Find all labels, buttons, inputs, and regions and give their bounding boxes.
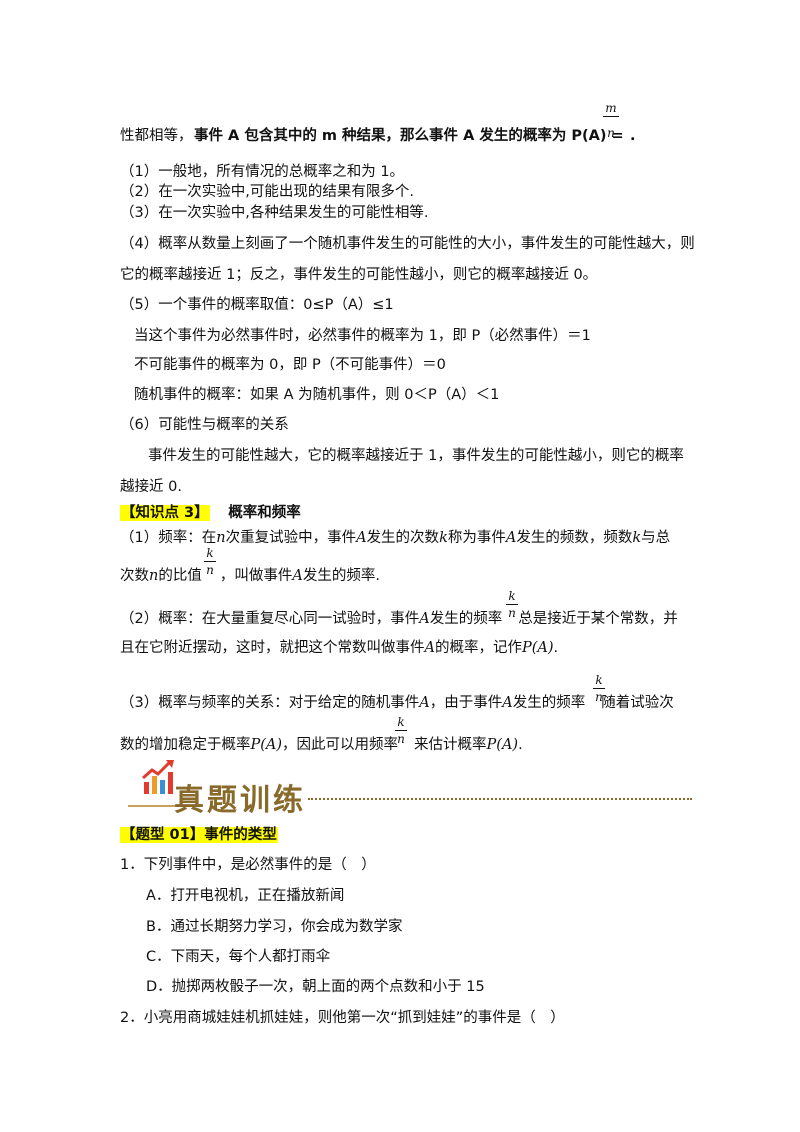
freq-text: （1）频率：在 bbox=[120, 530, 217, 546]
freq-line2: 次数n的比值 ，叫做事件A发生的频率. bbox=[120, 569, 380, 584]
q1-stem: 1．下列事件中，是必然事件的是（ ） bbox=[120, 857, 376, 873]
p4-line2: 它的概率越接近 1；反之，事件发生的可能性越小，则它的概率越接近 0。 bbox=[120, 267, 598, 283]
rel-text: ，由于事件 bbox=[429, 695, 503, 711]
bar-chart-growth-icon bbox=[142, 760, 174, 794]
fraction-k-over-n: k n bbox=[395, 715, 407, 747]
freq-text: 发生的频率. bbox=[302, 568, 380, 584]
fraction-numerator: k bbox=[593, 673, 605, 690]
var-A: A bbox=[419, 695, 430, 711]
freq-text: ，叫做事件 bbox=[219, 568, 293, 584]
freq-text: 与总 bbox=[641, 530, 671, 546]
prob-text: 的概率，记作 bbox=[434, 640, 522, 656]
q1-option-d[interactable]: D．抛掷两枚骰子一次，朝上面的两个点数和小于 15 bbox=[146, 979, 485, 995]
rel-text: （3）概率与频率的关系：对于给定的随机事件 bbox=[120, 695, 420, 711]
fraction-numerator: k bbox=[506, 589, 518, 606]
freq-text: 次数 bbox=[120, 568, 149, 584]
rel-line2: 数的增加稳定于概率P(A)，因此可以用频率来估计概率P(A). bbox=[120, 738, 523, 753]
p4-line1: （4）概率从数量上刻画了一个随机事件发生的可能性的大小，事件发生的可能性越大，则 bbox=[120, 236, 695, 252]
type01-tag: 【题型 01】事件的类型 bbox=[120, 827, 278, 843]
fraction-denominator: n bbox=[206, 563, 214, 578]
var-n: n bbox=[216, 530, 226, 546]
p5-line2: 当这个事件为必然事件时，必然事件的概率为 1，即 P（必然事件）＝1 bbox=[134, 328, 591, 344]
freq-text: 的比值 bbox=[158, 568, 202, 584]
freq-line1: （1）频率：在n次重复试验中，事件A发生的次数k称为事件A发生的频数，频数k与总 bbox=[120, 531, 670, 546]
var-A: A bbox=[424, 640, 435, 656]
fraction-denominator: n bbox=[397, 732, 405, 747]
p5-line1: （5）一个事件的概率取值：0≤P（A）≤1 bbox=[120, 297, 394, 313]
prop-2: （2）在一次实验中,可能出现的结果有限多个. bbox=[120, 184, 414, 200]
intro-end: . bbox=[630, 128, 636, 144]
fraction-k-over-n: k n bbox=[204, 546, 216, 578]
fraction-numerator: m bbox=[603, 101, 619, 118]
kp3-heading: 【知识点 3】 概率和频率 bbox=[120, 505, 301, 521]
intro-bold: 事件 A 包含其中的 m 种结果，那么事件 A 发生的概率为 P(A) = bbox=[194, 128, 624, 144]
math-PA: P(A) bbox=[521, 640, 554, 656]
math-PA: P(A) bbox=[250, 737, 283, 753]
prop-1: （1）一般地，所有情况的总概率之和为 1。 bbox=[120, 164, 405, 180]
math-PA: P(A) bbox=[486, 737, 519, 753]
fraction-numerator: k bbox=[204, 546, 216, 563]
rel-text: 发生的频率 bbox=[512, 695, 586, 711]
kp3-title: 概率和频率 bbox=[228, 505, 301, 521]
p6-line1: 事件发生的可能性越大，它的概率越接近于 1，事件发生的可能性越小，则它的概率 bbox=[148, 448, 684, 464]
fraction-k-over-n: k n bbox=[506, 589, 518, 621]
prob-line2: 且在它附近摆动，这时，就把这个常数叫做事件A的概率，记作P(A). bbox=[120, 641, 558, 656]
banner-title: 真题训练 bbox=[174, 783, 306, 818]
var-A: A bbox=[356, 530, 367, 546]
prob-text: . bbox=[553, 640, 559, 656]
prob-text: 总是接近于某个常数，并 bbox=[518, 611, 678, 627]
p6-title: （6）可能性与概率的关系 bbox=[120, 417, 289, 433]
var-k: k bbox=[439, 530, 448, 546]
var-A: A bbox=[419, 611, 430, 627]
freq-text: 称为事件 bbox=[447, 530, 506, 546]
banner-underline bbox=[128, 805, 176, 807]
var-k: k bbox=[632, 530, 642, 546]
q1-option-c[interactable]: C．下雨天，每个人都打雨伞 bbox=[146, 949, 331, 965]
var-A: A bbox=[502, 695, 513, 711]
rel-text: 随着试验次 bbox=[601, 695, 674, 711]
fraction-numerator: k bbox=[395, 715, 407, 732]
fraction-denominator: n bbox=[508, 606, 516, 621]
var-A: A bbox=[292, 568, 303, 584]
p5-line4: 随机事件的概率：如果 A 为随机事件，则 0＜P（A）＜1 bbox=[134, 387, 500, 403]
rel-text: 来估计概率 bbox=[414, 737, 487, 753]
freq-text: 发生的次数 bbox=[366, 530, 440, 546]
kp3-tag: 【知识点 3】 bbox=[120, 505, 210, 521]
intro-pre: 性都相等， bbox=[120, 128, 193, 144]
rel-line1: （3）概率与频率的关系：对于给定的随机事件A，由于事件A发生的频率随着试验次 bbox=[120, 696, 674, 711]
rel-text: 数的增加稳定于概率 bbox=[120, 737, 251, 753]
prob-text: 发生的频率 bbox=[429, 611, 503, 627]
prob-text: （2）概率：在大量重复尽心同一试验时，事件 bbox=[120, 611, 420, 627]
fraction-m-over-n: m n bbox=[603, 101, 619, 141]
banner-dotted-rule bbox=[308, 798, 692, 800]
rel-text: ，因此可以用频率 bbox=[282, 737, 399, 753]
var-A: A bbox=[505, 530, 517, 546]
fraction-denominator: n bbox=[595, 690, 603, 705]
var-n: n bbox=[149, 568, 159, 584]
prop-3: （3）在一次实验中,各种结果发生的可能性相等. bbox=[120, 205, 429, 221]
fraction-k-over-n: k n bbox=[593, 673, 605, 705]
freq-text: 次重复试验中，事件 bbox=[225, 530, 357, 546]
q1-option-a[interactable]: A．打开电视机，正在播放新闻 bbox=[146, 888, 345, 904]
freq-text: 发生的频数，频数 bbox=[516, 530, 633, 546]
rel-text: . bbox=[518, 737, 523, 753]
prob-line1: （2）概率：在大量重复尽心同一试验时，事件A发生的频率总是接近于某个常数，并 bbox=[120, 612, 678, 627]
fraction-denominator: n bbox=[607, 126, 615, 141]
q1-option-b[interactable]: B．通过长期努力学习，你会成为数学家 bbox=[146, 919, 403, 935]
q2-stem: 2．小亮用商城娃娃机抓娃娃，则他第一次“抓到娃娃”的事件是（ ） bbox=[120, 1010, 565, 1026]
p6-line2: 越接近 0. bbox=[120, 479, 182, 495]
type01-heading: 【题型 01】事件的类型 bbox=[120, 827, 278, 843]
prob-text: 且在它附近摆动，这时，就把这个常数叫做事件 bbox=[120, 640, 425, 656]
p5-line3: 不可能事件的概率为 0，即 P（不可能事件）＝0 bbox=[134, 357, 446, 373]
